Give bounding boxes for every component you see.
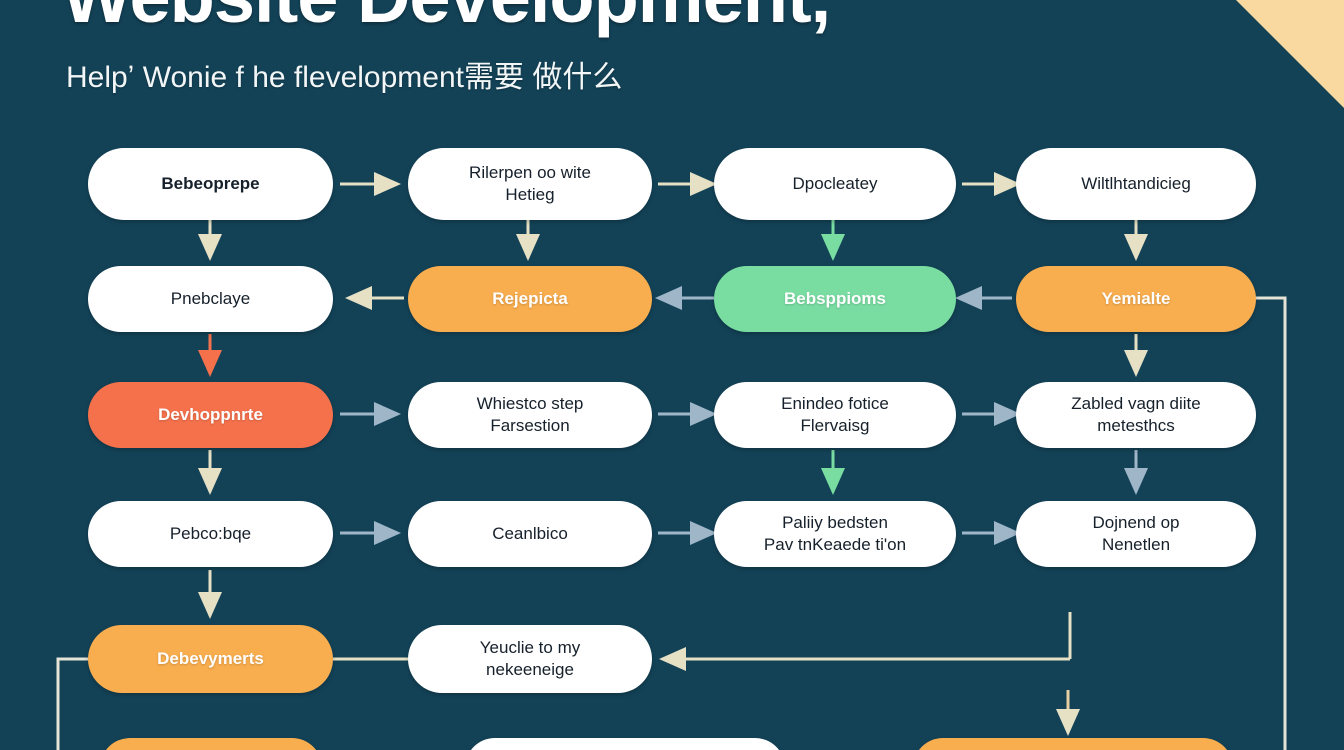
flow-node-label: Pebco:bqe (169, 523, 252, 543)
corner-accent-triangle (1236, 0, 1344, 108)
page-subtitle: Helpʼ Wonie f he flevelopment需要 做什么 (66, 61, 623, 94)
flow-node-label: Devhoppnrte (158, 404, 263, 424)
flow-node-r2c3[interactable]: Bebsppioms (714, 266, 956, 332)
flow-node-r1c1[interactable]: Bebeoprepe (88, 148, 333, 220)
flow-node-r4c1[interactable]: Pebco:bqe (88, 501, 333, 567)
flow-node-r3c1[interactable]: Devhoppnrte (88, 382, 333, 448)
flow-node-r4c2[interactable]: Ceanlbico (408, 501, 652, 567)
flow-node-label: Ceanlbico (492, 523, 568, 543)
flow-node-label: Bebsppioms (783, 288, 887, 308)
flow-node-r5c1[interactable]: Debevymerts (88, 625, 333, 693)
page-title: Website Development, (62, 0, 831, 39)
flow-node-label: Pnebclaye (170, 288, 251, 308)
flow-node-r6c1[interactable] (100, 738, 322, 750)
flow-node-label: Wiltlhtandicieg (1081, 173, 1191, 193)
flow-node-label: Debevymerts (157, 648, 264, 668)
flow-node-r1c4[interactable]: Wiltlhtandicieg (1016, 148, 1256, 220)
flow-node-label: Bebeoprepe (161, 173, 260, 193)
flow-node-r2c4[interactable]: Yemialte (1016, 266, 1256, 332)
flow-node-r6c2[interactable] (465, 738, 785, 750)
flow-node-r1c3[interactable]: Dpocleatey (714, 148, 956, 220)
flow-node-label: Yemialte (1101, 288, 1171, 308)
flow-node-label: Dpocleatey (792, 173, 878, 193)
flow-node-r2c1[interactable]: Pnebclaye (88, 266, 333, 332)
flow-node-r2c2[interactable]: Rejepicta (408, 266, 652, 332)
flow-node-label: Rejepicta (492, 288, 568, 308)
flow-node-r6c4[interactable] (913, 738, 1233, 750)
